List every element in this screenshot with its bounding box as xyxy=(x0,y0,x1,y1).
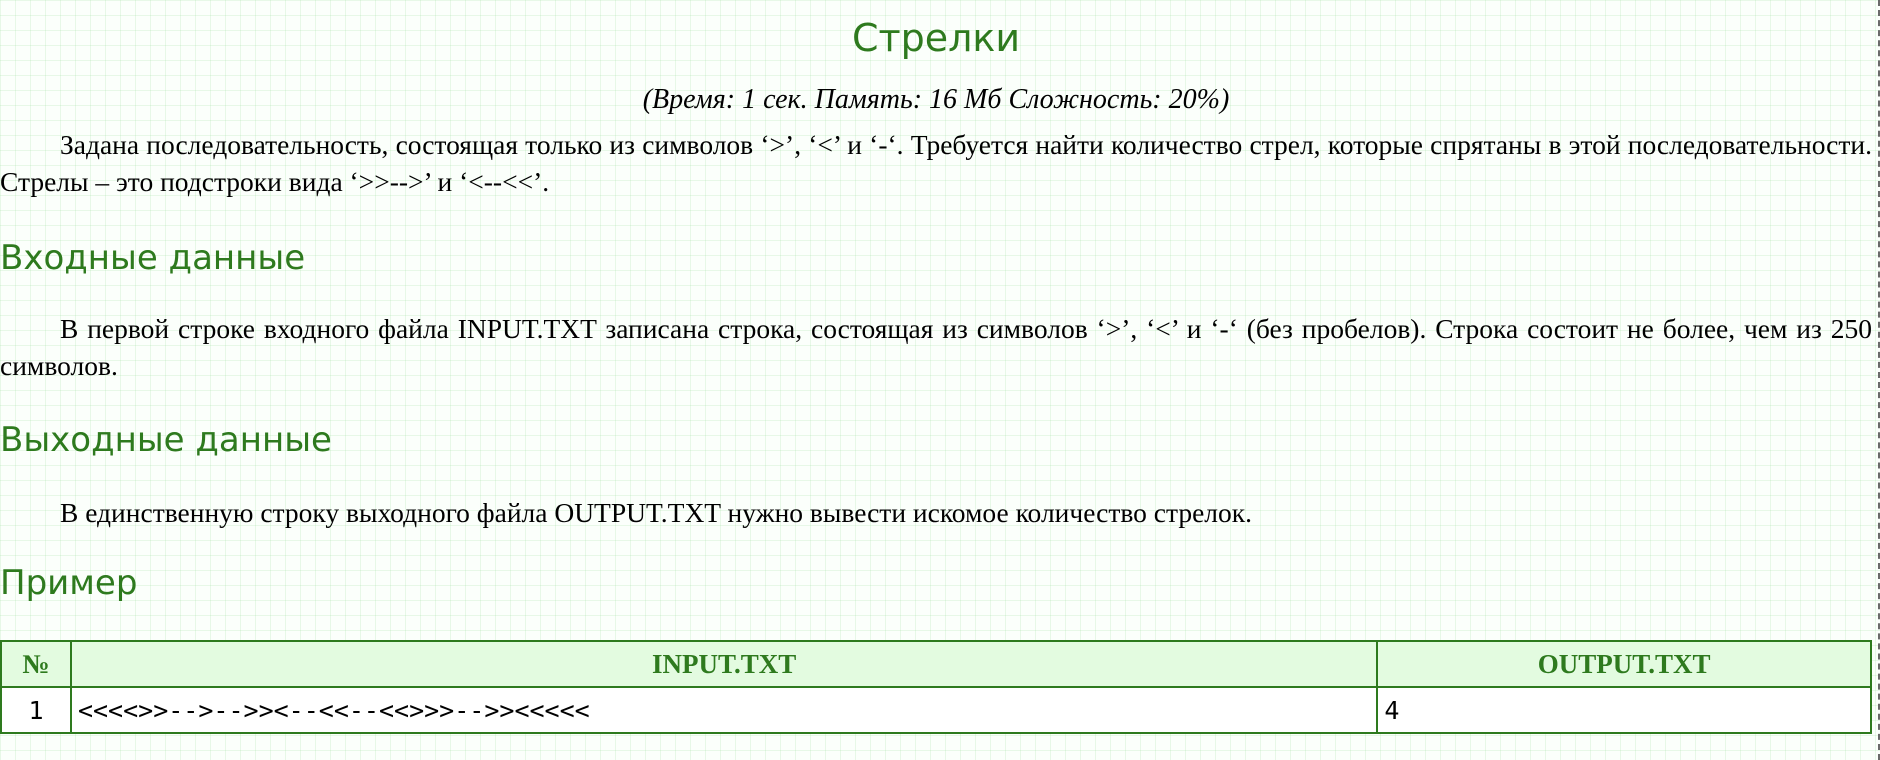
example-number-cell: 1 xyxy=(0,686,72,734)
output-heading: Выходные данные xyxy=(0,420,332,460)
output-description: В единственную строку выходного файла OU… xyxy=(60,497,1252,528)
column-header-number: № xyxy=(0,640,72,688)
table-row: 1 <<<<>>-->-->><--<<--<<>>>-->><<<<< 4 xyxy=(0,686,1872,734)
example-heading: Пример xyxy=(0,563,138,603)
column-header-input: INPUT.TXT xyxy=(69,640,1379,688)
problem-statement: Задана последовательность, состоящая тол… xyxy=(0,129,1872,197)
example-output-cell: 4 xyxy=(1376,686,1872,734)
problem-page: Стрелки (Время: 1 сек. Память: 16 Мб Сло… xyxy=(0,16,1872,603)
page-right-border xyxy=(1878,0,1880,760)
input-description: В первой строке входного файла INPUT.TXT… xyxy=(0,313,1872,381)
problem-limits: (Время: 1 сек. Память: 16 Мб Сложность: … xyxy=(642,84,1230,115)
example-table: № INPUT.TXT OUTPUT.TXT 1 <<<<>>-->-->><-… xyxy=(0,640,1872,734)
problem-title: Стрелки xyxy=(851,16,1021,60)
column-header-output: OUTPUT.TXT xyxy=(1376,640,1872,688)
input-heading: Входные данные xyxy=(0,238,306,278)
example-input-cell: <<<<>>-->-->><--<<--<<>>>-->><<<<< xyxy=(69,686,1379,734)
table-header-row: № INPUT.TXT OUTPUT.TXT xyxy=(0,640,1872,688)
